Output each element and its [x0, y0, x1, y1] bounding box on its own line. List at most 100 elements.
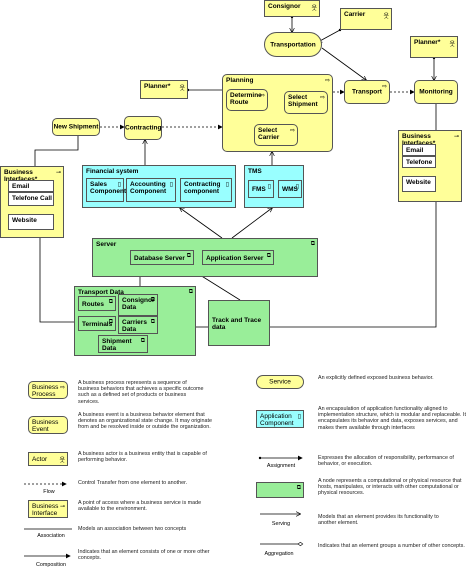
actor-icon: 웃 — [383, 14, 389, 20]
component-icon: ▯ — [225, 182, 229, 188]
carriers-data-label: Carriers Data — [122, 319, 147, 333]
actor-icon: 웃 — [179, 86, 185, 92]
node-icon: ⧉ — [140, 338, 145, 344]
legend-service-sample: Service — [256, 375, 304, 389]
monitoring-process[interactable]: Monitoring — [414, 80, 458, 104]
legend-actor-sample: Actor 웃 — [28, 452, 68, 466]
application-server-node[interactable]: Application Server ⧉ — [202, 250, 274, 265]
transport-process[interactable]: Transport ⇨ — [344, 80, 390, 104]
consignor-data-label: Consignor Data — [122, 297, 155, 311]
new-shipment-label: New Shipment — [53, 123, 99, 131]
edge-bi-transportdata — [39, 238, 74, 323]
edge-server-financial — [180, 208, 223, 239]
process-arrow-icon: ⇨ — [289, 128, 295, 134]
process-arrow-icon: ⇨ — [59, 385, 65, 391]
accounting-component-label: Accounting Component — [130, 181, 167, 195]
legend-actor-desc: A business actor is a business entity th… — [78, 451, 207, 464]
process-arrow-icon: ⇨ — [319, 95, 325, 101]
component-icon: ▯ — [297, 414, 301, 420]
transportation-label: Transportation — [270, 41, 316, 48]
tms-label: TMS — [248, 168, 262, 175]
bi-left-website-label: Website — [12, 217, 37, 224]
edge-carrier-transportation — [318, 30, 340, 42]
node-icon: ⧉ — [310, 241, 315, 247]
edge-server-track — [199, 274, 241, 301]
carrier-actor[interactable]: Carrier 웃 — [340, 8, 392, 30]
determine-route-process[interactable]: Determine Route ⇨ — [226, 89, 268, 111]
legend-application-component-label: Application Component — [260, 413, 294, 427]
legend-business-process-desc: A business process represents a sequence… — [78, 380, 204, 405]
select-shipment-label: Select Shipment — [288, 94, 318, 108]
consignor-data[interactable]: Consignor Data ⧉ — [118, 294, 158, 316]
database-server-node[interactable]: Database Server ⧉ — [130, 250, 194, 265]
bi-left-email-label: Email — [12, 183, 30, 190]
application-server-label: Application Server — [206, 255, 264, 262]
legend-flow-desc: Control Transfer from one element to ano… — [78, 480, 188, 486]
fms-component[interactable]: FMS ▯ — [248, 180, 274, 198]
terminals-data[interactable]: Terminals ⧉ — [78, 316, 116, 331]
component-icon: ▯ — [295, 184, 299, 190]
legend-application-component-sample: Application Component ▯ — [256, 410, 304, 428]
node-icon: ⧉ — [266, 253, 271, 259]
legend-service-desc: An explicitly defined exposed business b… — [318, 375, 434, 381]
edge-transportation-transport — [321, 47, 366, 80]
contracting-process[interactable]: Contracting — [124, 116, 162, 140]
contracting-component[interactable]: Contracting component ▯ — [180, 178, 232, 202]
bi-left-email[interactable]: Email — [8, 180, 54, 192]
accounting-component[interactable]: Accounting Component ▯ — [126, 178, 176, 202]
interface-icon: ⊸ — [59, 504, 65, 510]
contracting-component-label: Contracting component — [184, 181, 221, 195]
bi-left-website[interactable]: Website — [8, 214, 54, 230]
transportation-service[interactable]: Transportation — [264, 32, 322, 57]
edge-bi-track — [270, 202, 437, 328]
actor-icon: 웃 — [59, 458, 65, 464]
select-carrier-label: Select Carrier — [258, 127, 280, 141]
process-arrow-icon: ⇨ — [259, 93, 265, 99]
legend-business-interface-desc: A point of access where a business servi… — [78, 500, 202, 513]
legend-business-interface-label: Business Interface — [32, 503, 59, 517]
shipment-data-label: Shipment Data — [102, 338, 132, 352]
legend-service-label: Service — [269, 378, 291, 386]
planner-top-actor[interactable]: Planner* 웃 — [410, 36, 458, 58]
node-icon: ⧉ — [296, 485, 301, 491]
transport-label: Transport — [352, 88, 382, 96]
legend-serving-cap: Serving — [271, 521, 291, 527]
legend-node-desc: A node represents a computational or phy… — [318, 478, 462, 497]
carrier-label: Carrier — [344, 11, 366, 18]
planning-label: Planning — [226, 77, 254, 84]
legend-flow-cap: Flow — [43, 489, 55, 495]
new-shipment-event[interactable]: New Shipment — [52, 118, 100, 136]
select-shipment-process[interactable]: Select Shipment ⇨ — [284, 91, 328, 114]
bi-left-telefone[interactable]: Telefone Call — [8, 192, 54, 206]
routes-data[interactable]: Routes ⧉ — [78, 296, 116, 311]
track-trace-node[interactable]: Track and Trace data — [208, 300, 270, 346]
legend-aggregation-cap: Aggregation — [264, 551, 294, 557]
bi-left-title: Business Interfaces* — [4, 169, 37, 183]
shipment-data[interactable]: Shipment Data ⧉ — [98, 335, 148, 353]
bi-right-website[interactable]: Website — [402, 176, 436, 192]
legend-composition-cap: Composition — [36, 562, 66, 568]
legend-business-process-sample: Business Process ⇨ — [28, 381, 68, 399]
legend-node-sample: ⧉ — [256, 482, 304, 498]
node-icon: ⧉ — [108, 319, 113, 325]
carriers-data[interactable]: Carriers Data ⧉ — [118, 316, 158, 334]
legend-aggregation-desc: Indicates that an element groups a numbe… — [318, 543, 465, 549]
planner-top-label: Planner* — [414, 39, 441, 46]
sales-component[interactable]: Sales Component ▯ — [86, 178, 126, 202]
bi-right-telefone[interactable]: Telefone — [402, 156, 436, 168]
financial-system-label: Financial system — [86, 168, 139, 175]
fms-label: FMS — [252, 186, 266, 193]
track-trace-label: Track and Trace data — [212, 317, 262, 331]
bi-right-email[interactable]: Email — [402, 144, 436, 156]
consignor-actor[interactable]: Consignor 웃 — [264, 0, 320, 17]
bi-right-telefone-label: Telefone — [406, 159, 433, 166]
wms-component[interactable]: WMS ▯ — [278, 180, 302, 198]
legend-application-component-desc: An encapsulation of application function… — [318, 406, 467, 431]
planner-left-actor[interactable]: Planner* 웃 — [140, 80, 188, 99]
wms-label: WMS — [282, 186, 298, 193]
server-node[interactable]: Server ⧉ — [92, 238, 318, 277]
select-carrier-process[interactable]: Select Carrier ⇨ — [254, 124, 298, 146]
actor-icon: 웃 — [449, 42, 455, 48]
legend-business-event-sample: Business Event — [28, 416, 68, 434]
